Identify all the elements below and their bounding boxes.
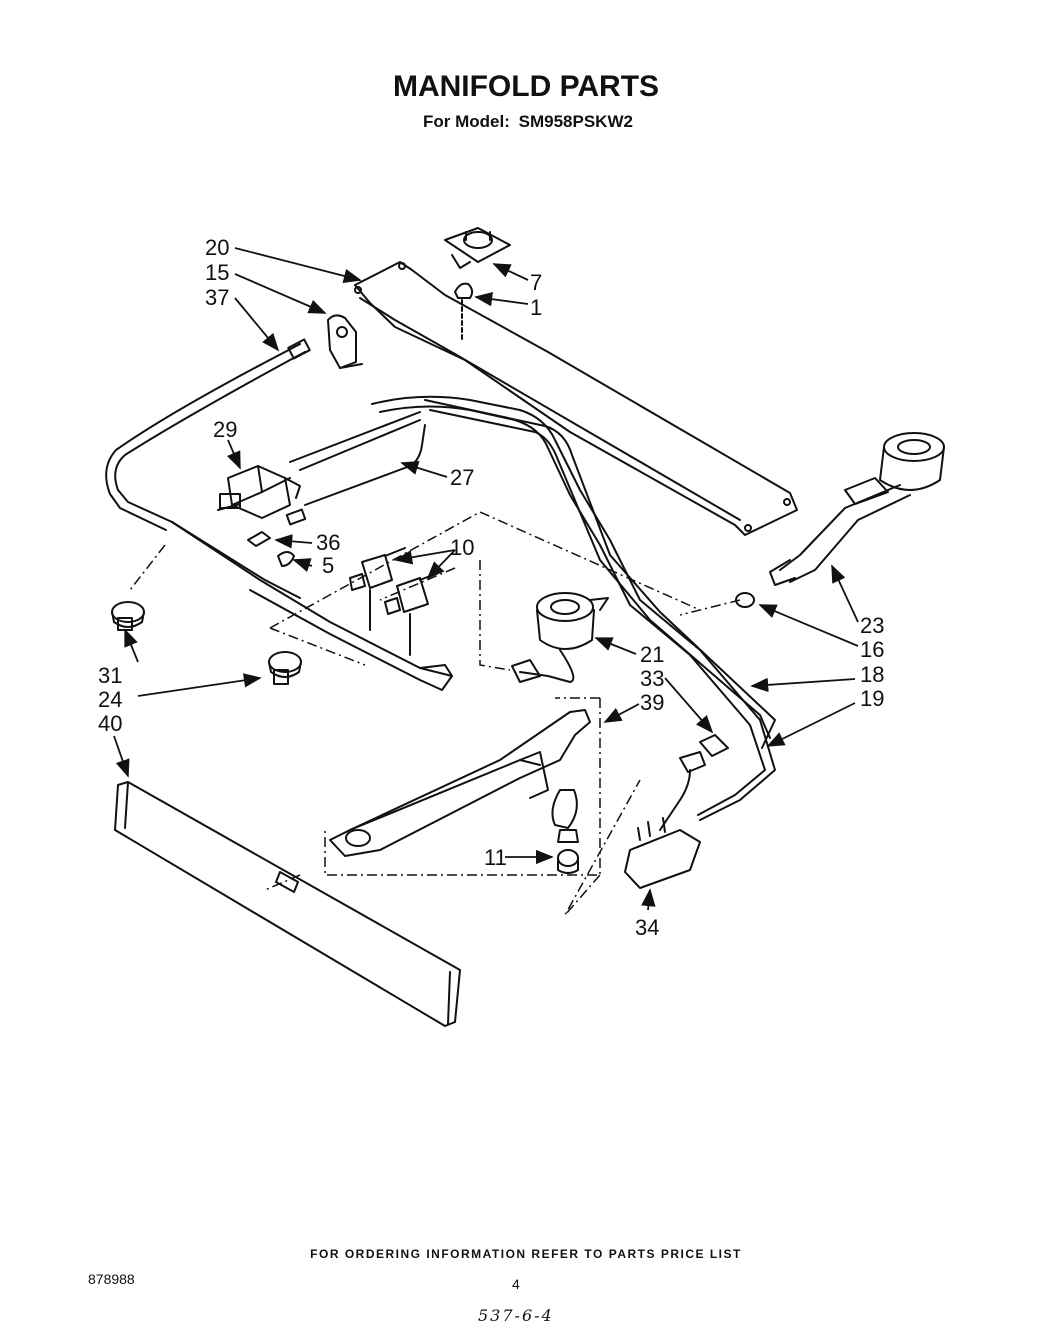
middle-burner (511, 592, 609, 683)
manifold-bracket (354, 261, 798, 536)
callout-18: 18 (860, 662, 884, 687)
callout-31: 31 (98, 663, 122, 688)
burner-supply-tubes (371, 395, 776, 821)
callout-36: 36 (316, 530, 340, 555)
callout-20: 20 (205, 235, 229, 260)
burner-support-assembly (329, 709, 591, 874)
rear-burner (735, 432, 945, 608)
callout-40: 40 (98, 711, 122, 736)
callout-7: 7 (530, 270, 542, 295)
callout-1: 1 (530, 295, 542, 320)
main-gas-tube (105, 338, 311, 599)
model-subtitle: For Model: SM958PSKW2 (0, 112, 1052, 132)
handwritten-note: 537-6-4 (478, 1306, 554, 1325)
callout-24: 24 (98, 687, 122, 712)
callout-5: 5 (322, 553, 334, 578)
callout-23: 23 (860, 613, 884, 638)
page-title: MANIFOLD PARTS (392, 70, 660, 103)
model-number: SM958PSKW2 (518, 112, 633, 131)
callout-15: 15 (205, 260, 229, 285)
front-rail (171, 521, 453, 691)
igniter-and-switch (624, 734, 729, 889)
callout-39: 39 (640, 690, 664, 715)
callout-21: 21 (640, 642, 664, 667)
callout-27: 27 (450, 465, 474, 490)
support-bracket (327, 314, 363, 369)
top-burner-assembly (444, 227, 511, 341)
callout-33: 33 (640, 666, 664, 691)
page-number: 4 (512, 1276, 520, 1292)
callout-37: 37 (205, 285, 229, 310)
ordering-footer: FOR ORDERING INFORMATION REFER TO PARTS … (310, 1247, 742, 1261)
callout-16: 16 (860, 637, 884, 662)
gas-valve (217, 411, 426, 526)
callout-29: 29 (213, 417, 237, 442)
burner-valves (247, 531, 441, 656)
callout-10: 10 (450, 535, 474, 560)
control-knobs (111, 601, 302, 685)
document-number: 878988 (88, 1271, 135, 1287)
callout-11: 11 (484, 845, 507, 870)
front-panel (114, 781, 461, 1027)
callout-19: 19 (860, 686, 884, 711)
model-label: For Model: (423, 112, 510, 131)
callout-34: 34 (635, 915, 659, 940)
